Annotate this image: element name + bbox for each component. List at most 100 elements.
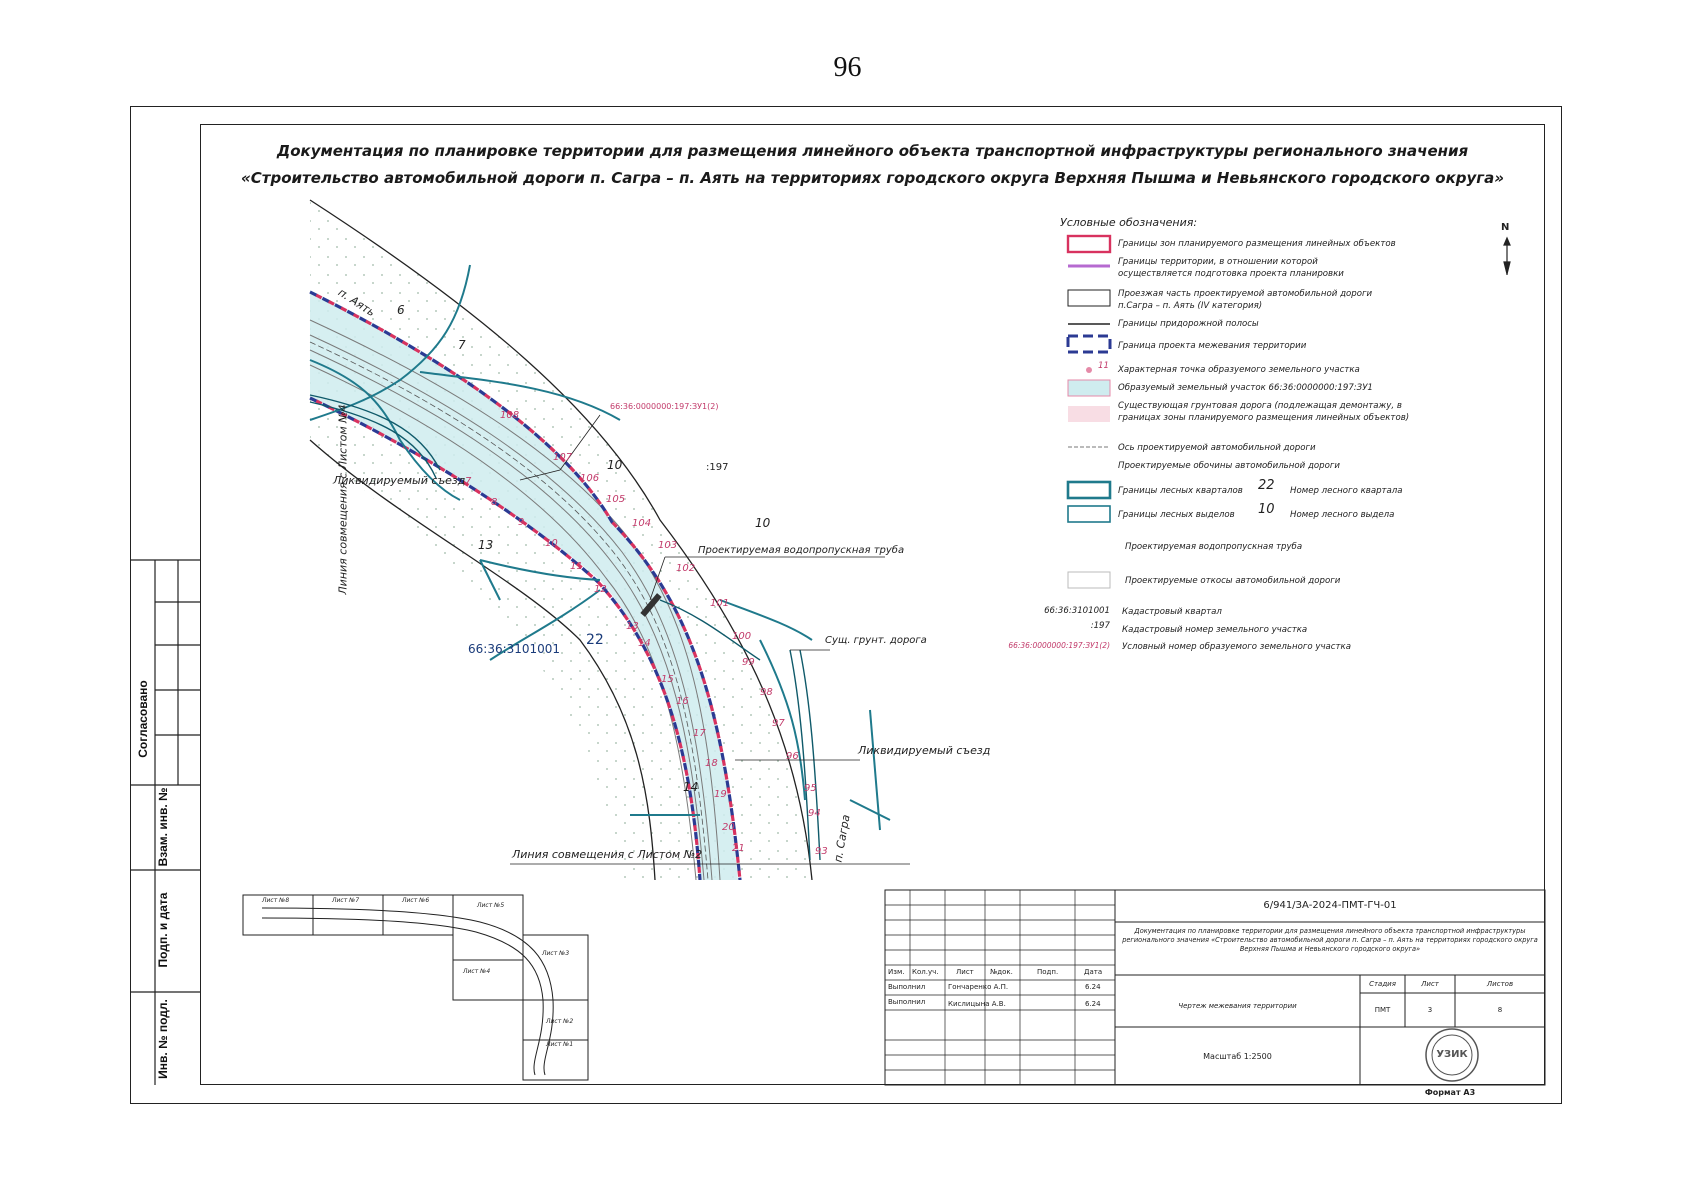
legend-cad-number-sample: :197 <box>1090 621 1110 631</box>
label-cad-quarter: 66:36:3101001 <box>468 642 561 656</box>
company-logo-icon <box>1425 1028 1479 1082</box>
legend-forest-quarter-sample: 22 <box>1258 478 1275 493</box>
legend-cad-number: Кадастровый номер земельного участка <box>1122 625 1308 635</box>
point-label: 13 <box>626 621 639 632</box>
legend-culvert: Проектируемая водопропускная труба <box>1125 542 1303 552</box>
legend-dirt-road: Существующая грунтовая дорога (подлежаща… <box>1118 401 1410 423</box>
legend-title: Условные обозначения: <box>1060 216 1198 229</box>
point-label: 96 <box>786 751 799 762</box>
tb-header-izm: Изм. <box>888 968 905 976</box>
label-liq-exit-2: Ликвидируемый съезд <box>858 744 991 757</box>
point-label: 10 <box>545 538 558 549</box>
tb-header-data: Дата <box>1084 968 1103 976</box>
legend-forest-quarter-extra: Номер лесного квартала <box>1290 486 1403 496</box>
legend-point-sample: 11 <box>1098 361 1109 371</box>
key-sheet-1: Лист №1 <box>546 1041 574 1048</box>
tb-row1-date: 6.24 <box>1085 983 1101 991</box>
tb-sheets-label: Листов <box>1486 980 1514 988</box>
road-axis <box>309 341 709 880</box>
label-q13: 13 <box>478 538 494 552</box>
legend-cond-number-sample: 66:36:0000000:197:ЗУ1(2) <box>1008 641 1110 650</box>
key-map <box>242 894 589 1081</box>
label-line-sheet4: Линия совмещения с Листом №4 <box>336 404 350 595</box>
tb-header-podp: Подп. <box>1037 968 1059 976</box>
north-arrow-icon <box>1503 236 1511 275</box>
point-label: 18 <box>705 758 718 769</box>
tb-stage: ПМТ <box>1374 1006 1391 1014</box>
document-description: Документация по планировке территории дл… <box>1122 927 1538 953</box>
legend-cad-quarter: Кадастровый квартал <box>1122 607 1222 617</box>
label-q10b: 10 <box>755 516 771 530</box>
north-label: N <box>1501 222 1510 233</box>
inner-frame <box>200 124 1545 1085</box>
label-cad-number: :197 <box>706 462 729 473</box>
key-sheet-7: Лист №7 <box>332 897 360 904</box>
point-label: 7 <box>465 476 472 487</box>
point-label: 95 <box>804 783 817 794</box>
key-sheet-5: Лист №5 <box>477 902 505 909</box>
point-label: 9 <box>518 517 525 528</box>
legend-carriageway: Проезжая часть проектируемой автомобильн… <box>1118 289 1373 311</box>
title-line-1: Документация по планировке территории дл… <box>276 142 1469 160</box>
title-block-grid <box>884 889 1546 1086</box>
legend-cad-quarter-sample: 66:36:3101001 <box>1044 606 1110 616</box>
point-label: 103 <box>658 540 678 551</box>
point-label: 19 <box>714 789 727 800</box>
tb-sheets: 8 <box>1497 1006 1503 1014</box>
point-label: 8 <box>491 497 498 508</box>
point-label: 21 <box>732 843 745 854</box>
culvert-mark <box>640 593 662 617</box>
legend-roadside-strip: Границы придорожной полосы <box>1118 319 1259 329</box>
document-code: 6/941/ЗА-2024-ПМТ-ГЧ-01 <box>1263 900 1397 911</box>
point-label: 98 <box>760 687 773 698</box>
tb-sheet-name: Чертеж межевания территории <box>1178 1002 1297 1010</box>
tb-row1-name: Гончаренко А.П. <box>948 983 1009 991</box>
point-label: 11 <box>570 561 583 572</box>
document-title: Документация по планировке территории дл… <box>200 138 1545 192</box>
point-label: 107 <box>553 452 573 463</box>
tb-header-list: Лист <box>956 968 974 976</box>
key-sheet-4: Лист №4 <box>463 968 491 975</box>
point-label: 16 <box>676 696 689 707</box>
point-label: 99 <box>742 657 755 668</box>
tb-row1-role: Выполнил <box>888 983 926 991</box>
page-number: 96 <box>833 52 862 83</box>
tb-row2-name: Кислицына А.В. <box>948 1000 1006 1008</box>
legend-cond-number: Условный номер образуемого земельного уч… <box>1122 642 1351 652</box>
point-label: 104 <box>632 518 652 529</box>
tb-row2-role: Выполнил <box>888 998 926 1006</box>
point-label: 102 <box>676 563 696 574</box>
tb-header-ndok: №док. <box>990 968 1013 976</box>
point-label: 100 <box>732 631 752 642</box>
point-label: 97 <box>772 718 785 729</box>
legend-planning-zone: Границы зон планируемого размещения лине… <box>1118 239 1396 249</box>
tb-sheet: 3 <box>1427 1006 1433 1014</box>
point-label: 93 <box>815 846 828 857</box>
point-label: 94 <box>808 808 821 819</box>
point-label: 101 <box>710 598 730 609</box>
key-sheet-2: Лист №2 <box>546 1018 574 1025</box>
label-liq-exit-1: Ликвидируемый съезд <box>333 474 466 487</box>
label-q7: 7 <box>458 338 466 352</box>
point-label: 17 <box>693 728 706 739</box>
legend-road-axis: Ось проектируемой автомобильной дороги <box>1118 443 1316 453</box>
legend-shoulders: Проектируемые обочины автомобильной доро… <box>1118 461 1340 471</box>
tb-scale: Масштаб 1:2500 <box>1203 1052 1272 1061</box>
point-label: 106 <box>580 473 600 484</box>
key-sheet-8: Лист №8 <box>262 897 290 904</box>
legend-survey-boundary: Граница проекта межевания территории <box>1118 341 1307 351</box>
roadside-boundary-outer <box>309 199 813 880</box>
label-line-sheet2: Линия совмещения с Листом №2 <box>512 848 703 861</box>
point-label: 20 <box>722 822 735 833</box>
tb-stage-label: Стадия <box>1369 980 1396 988</box>
legend-forest-subdivision-sample: 10 <box>1258 502 1275 517</box>
label-q22: 22 <box>586 632 604 648</box>
tb-header-kol: Кол.уч. <box>912 968 939 976</box>
label-culvert: Проектируемая водопропускная труба <box>698 545 905 556</box>
formed-plot-area <box>310 290 738 880</box>
point-label: 14 <box>638 638 651 649</box>
point-label: 105 <box>606 494 626 505</box>
legend-symbols <box>1066 234 1112 589</box>
legend-characteristic-point: Характерная точка образуемого земельного… <box>1118 365 1360 375</box>
